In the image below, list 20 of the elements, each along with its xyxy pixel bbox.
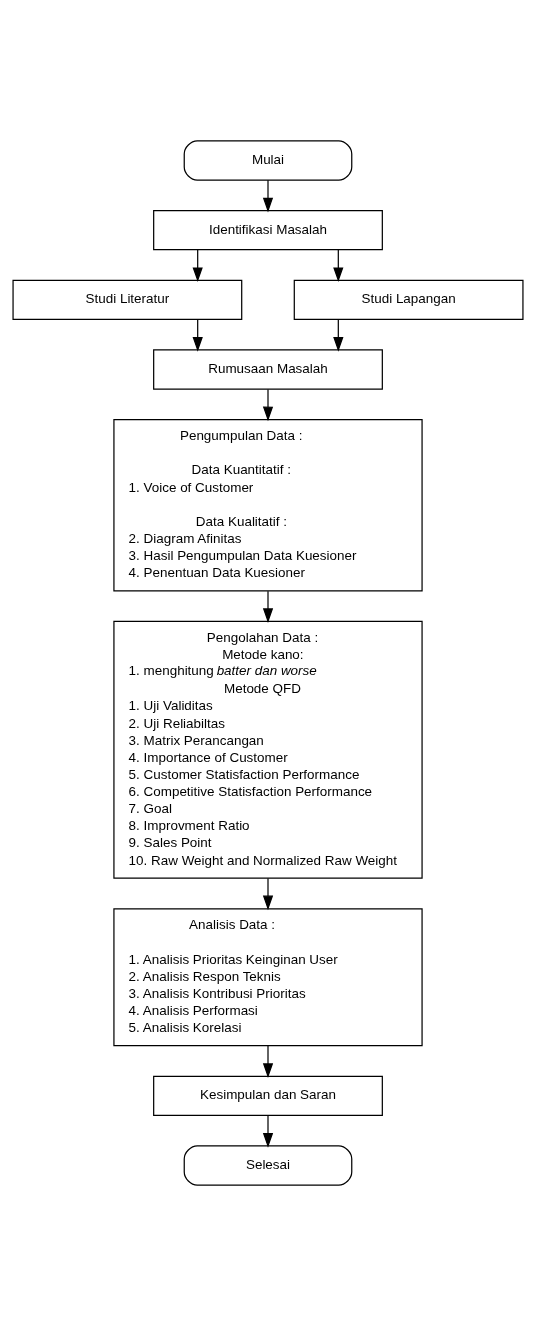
arrow bbox=[262, 1044, 274, 1078]
arrow bbox=[192, 248, 203, 282]
node-box: Studi Literatur bbox=[12, 279, 243, 320]
node-box: Selesai bbox=[183, 1144, 353, 1186]
arrow bbox=[333, 248, 344, 282]
node-box: Pengolahan Data : Metode kano: 1. menghitung batter dan worse Metode QFD 1. Uji Validitas 2. Uji Reliabiltas 3. Matrix Perancangan 4. Importance of Customer 5. Customer Statisfaction Performance 6. Competitive Statisfaction Performance 7. Goal 8. Improvment Ratio 9. Sales Point 10. Raw Weight and Normalized Raw Weight bbox=[113, 620, 423, 879]
arrow bbox=[262, 877, 274, 910]
node-box: Mulai bbox=[183, 139, 353, 181]
node-box: Studi Lapangan bbox=[293, 279, 524, 320]
arrow bbox=[262, 179, 274, 212]
arrow bbox=[192, 318, 203, 352]
arrow bbox=[262, 388, 274, 421]
arrow bbox=[333, 318, 344, 352]
node-box: Kesimpulan dan Saran bbox=[153, 1075, 383, 1116]
node-box: Analisis Data : 1. Analisis Prioritas Keinginan User 2. Analisis Respon Teknis 3. Analisis Kontribusi Prioritas 4. Analisis Performasi 5. Analisis Korelasi bbox=[113, 907, 423, 1046]
arrow bbox=[262, 1114, 274, 1148]
node-box: Pengumpulan Data : Data Kuantitatif : 1. Voice of Customer Data Kualitatif : 2. Diagram Afinitas 3. Hasil Pengumpulan Data Kuesioner 4. Penentuan Data Kuesioner bbox=[113, 418, 423, 591]
node-box: Rumusaan Masalah bbox=[153, 348, 383, 390]
node-box: Identifikasi Masalah bbox=[153, 209, 383, 250]
arrow bbox=[262, 590, 274, 623]
